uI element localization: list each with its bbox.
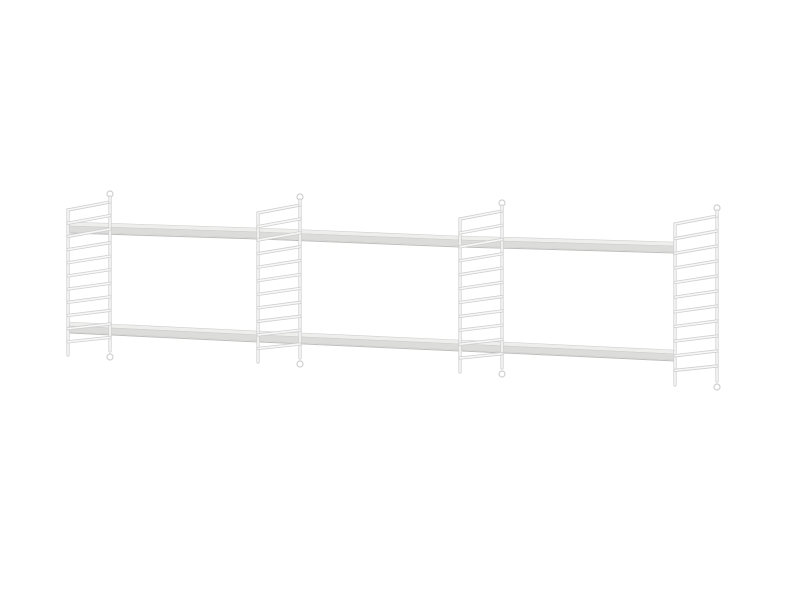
panel-rung xyxy=(459,352,503,359)
mount-hook-bottom xyxy=(296,360,304,368)
panel-rung xyxy=(257,329,301,336)
panel-rung xyxy=(67,268,111,277)
panel-frame xyxy=(257,204,301,363)
panel-rung xyxy=(67,214,111,224)
panel-rung xyxy=(67,296,111,304)
panel-rung xyxy=(459,267,503,276)
shelf-board xyxy=(459,235,676,254)
panel-rung xyxy=(674,365,718,372)
panel-rung xyxy=(257,343,301,350)
side-panel xyxy=(256,193,304,368)
panel-rung xyxy=(67,228,111,238)
panel-rung xyxy=(257,301,301,309)
panel-rung xyxy=(674,335,718,342)
side-panel xyxy=(458,199,506,378)
panel-rung xyxy=(459,295,503,304)
panel-rung xyxy=(257,273,301,282)
mount-hook-bottom xyxy=(498,370,506,378)
shelf-shadow xyxy=(69,332,259,343)
panel-rung xyxy=(674,290,718,298)
panel-rung xyxy=(674,320,718,328)
panel-rung xyxy=(674,245,718,255)
panel-rung xyxy=(459,281,503,290)
shelf-board xyxy=(257,227,461,248)
panel-rung xyxy=(459,253,503,262)
mount-hook-bottom xyxy=(106,353,114,361)
panel-rung xyxy=(674,350,718,357)
panel-rung xyxy=(674,275,718,284)
side-panel xyxy=(673,204,721,391)
panel-rung xyxy=(459,324,503,332)
panel-rung xyxy=(674,230,718,240)
panel-rung xyxy=(257,218,301,228)
panel-rung xyxy=(674,260,718,269)
side-panel xyxy=(66,190,114,361)
panel-rung xyxy=(67,323,111,330)
panel-rung xyxy=(67,255,111,264)
panel-rung xyxy=(674,305,718,313)
panel-rung xyxy=(459,238,503,248)
panel-rung xyxy=(67,241,111,251)
shelf-board xyxy=(459,339,676,362)
shelf-shadow xyxy=(259,238,461,248)
panel-frame-outline xyxy=(673,214,719,387)
panel-rung xyxy=(459,224,503,234)
shelf-shadow xyxy=(461,246,676,254)
panel-rung xyxy=(257,287,301,296)
panel-rung xyxy=(67,309,111,317)
mount-hook-bottom xyxy=(713,383,721,391)
panel-rung xyxy=(257,315,301,323)
shelf-board xyxy=(257,330,461,352)
panel-frame xyxy=(459,210,503,373)
shelf-board xyxy=(67,221,259,240)
panel-rung xyxy=(459,310,503,318)
panel-rung xyxy=(257,245,301,255)
panel-rung xyxy=(257,232,301,241)
panel-rung xyxy=(67,336,111,343)
panel-frame xyxy=(67,201,111,356)
panel-frame xyxy=(674,215,718,386)
panel-rung xyxy=(257,259,301,268)
panel-rung xyxy=(459,338,503,345)
shelf-shadow xyxy=(69,232,259,240)
panel-rung xyxy=(67,282,111,290)
